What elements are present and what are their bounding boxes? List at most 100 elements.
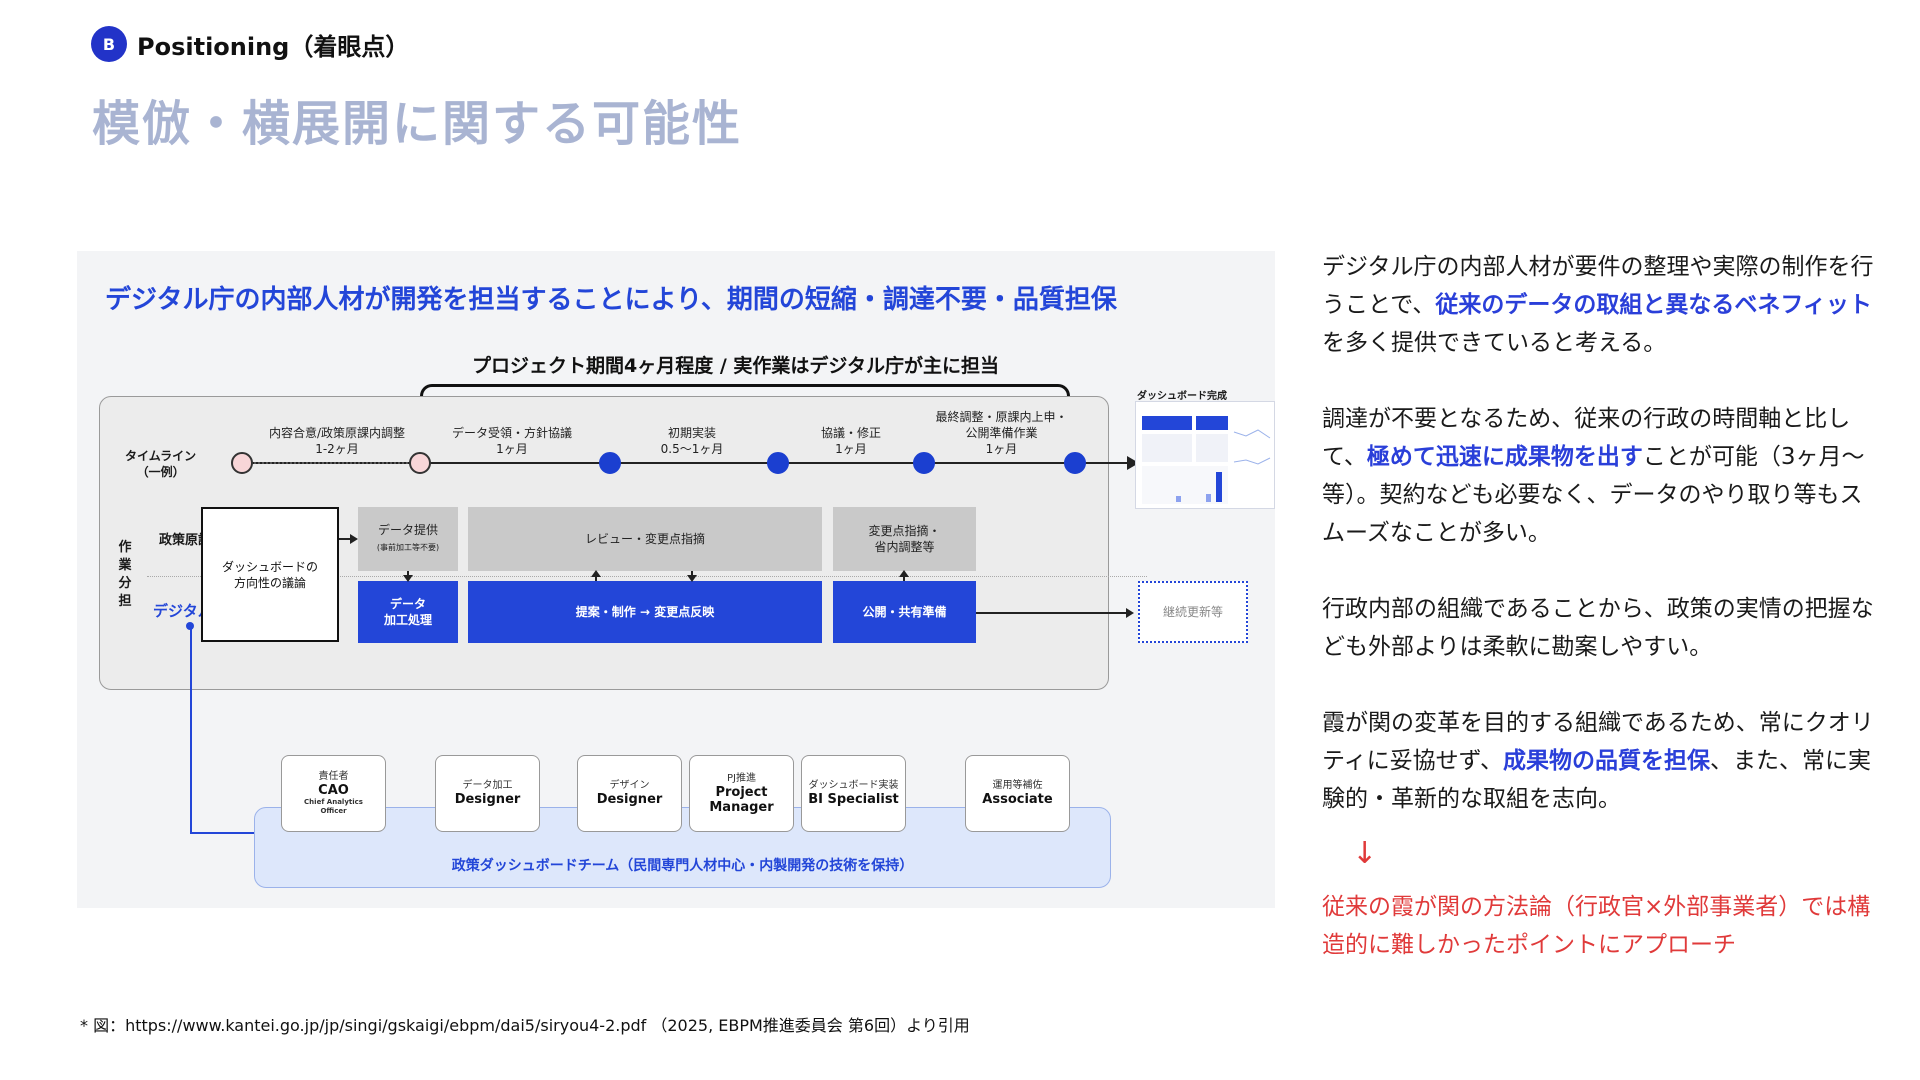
data-provide-box: データ提供 (事前加工等不要) xyxy=(358,507,458,571)
diagram-headline: デジタル庁の内部人材が開発を担当することにより、期間の短縮・調達不要・品質担保 xyxy=(105,285,1117,315)
text-run: 調達が不要となるため、従来の行政の時間軸と比して、 xyxy=(1322,406,1851,470)
phase-duration: 1ヶ月 xyxy=(496,442,528,456)
member-card-bi: ダッシュボード実装 BI Specialist xyxy=(801,755,906,832)
phase-duration: 1-2ヶ月 xyxy=(315,442,359,456)
timeline-label-line1: タイムライン xyxy=(125,449,197,463)
proposal-box: 提案・制作 → 変更点反映 xyxy=(468,581,822,643)
data-provide-note: (事前加工等不要) xyxy=(376,543,440,552)
arrow-head xyxy=(591,570,601,577)
section-badge: B xyxy=(91,26,127,62)
timeline-phase: データ受領・方針協議 1ヶ月 xyxy=(437,425,587,457)
page-title: 模倣・横展開に関する可能性 xyxy=(92,96,743,152)
phase-name: 初期実装 xyxy=(667,426,716,440)
continuous-update-box: 継続更新等 xyxy=(1138,581,1248,643)
paragraph-speed: 調達が不要となるため、従来の行政の時間軸と比して、極めて迅速に成果物を出すことが… xyxy=(1322,400,1882,552)
timeline-label-line2: （一例） xyxy=(136,465,185,479)
timeline-node xyxy=(913,452,935,474)
arrow-line xyxy=(407,571,409,577)
role-policy-dept: 政策原課 xyxy=(159,533,212,548)
change-point-box: 変更点指摘・ 省内調整等 xyxy=(833,507,976,571)
timeline-node xyxy=(231,452,253,474)
data-provide-label: データ提供 xyxy=(377,523,438,537)
arrow-line xyxy=(976,612,1126,614)
discussion-line2: 方向性の議論 xyxy=(233,575,306,590)
arrow-head xyxy=(350,534,358,544)
member-subtitle: Chief Analytics xyxy=(304,798,363,806)
dashboard-complete-label: ダッシュボード完成 xyxy=(1137,391,1227,402)
phase-duration: 0.5〜1ヶ月 xyxy=(660,442,724,456)
text-run: 、また、常に実験的・革新的な取組を志向。 xyxy=(1322,748,1872,812)
member-card-designer: デザイン Designer xyxy=(577,755,682,832)
arrow-line xyxy=(691,571,693,577)
arrow-head xyxy=(899,570,909,577)
member-title: Designer xyxy=(454,792,521,807)
dashboard-thumbnail xyxy=(1135,401,1275,509)
down-arrow-icon: ↓ xyxy=(1352,836,1378,871)
team-label: 政策ダッシュボードチーム（民間専門人材中心・内製開発の技術を保持） xyxy=(451,858,914,874)
text-run: デジタル庁の内部人材が要件の整理や実際の制作を行うことで、 xyxy=(1322,254,1874,318)
phase-duration: 1ヶ月 xyxy=(835,442,867,456)
member-role: データ加工 xyxy=(462,780,513,791)
source-footnote: * 図：https://www.kantei.go.jp/jp/singi/gs… xyxy=(80,1016,970,1035)
text-run: 行政内部の組織であることから、政策の実情の把握なども外部よりは柔軟に勘案しやすい… xyxy=(1322,596,1874,660)
publish-box: 公開・共有準備 xyxy=(833,581,976,643)
paragraph-benefit: デジタル庁の内部人材が要件の整理や実際の制作を行うことで、従来のデータの取組と異… xyxy=(1322,248,1882,362)
timeline-node xyxy=(1064,452,1086,474)
arrow-line xyxy=(903,577,905,581)
member-title: Project xyxy=(715,784,768,800)
member-role: PJ推進 xyxy=(727,772,756,784)
section-tag: B Positioning（着眼点） xyxy=(91,26,409,62)
review-box: レビュー・変更点指摘 xyxy=(468,507,822,571)
role-divider xyxy=(147,576,1147,577)
diagram-panel: デジタル庁の内部人材が開発を担当することにより、期間の短縮・調達不要・品質担保 … xyxy=(77,251,1275,908)
member-card-cao: 責任者 CAO Chief Analytics Officer xyxy=(281,755,386,832)
timeline-phase: 最終調整・原課内上申・ 公開準備作業 1ヶ月 xyxy=(929,409,1074,457)
phase-name: 協議・修正 xyxy=(820,426,881,440)
timeline-phase: 協議・修正 1ヶ月 xyxy=(791,425,911,457)
role-section-label: 作業分担 xyxy=(118,540,132,609)
arrow-head xyxy=(1126,608,1134,618)
member-card-associate: 運用等補佐 Associate xyxy=(965,755,1070,832)
member-card-pm: PJ推進 Project Manager xyxy=(689,755,794,832)
section-tag-label: Positioning（着眼点） xyxy=(137,32,410,61)
timeline-node xyxy=(599,452,621,474)
arrow-line xyxy=(339,538,353,540)
direction-discussion-box: ダッシュボードの 方向性の議論 xyxy=(201,507,339,642)
phase-name: 最終調整・原課内上申・ xyxy=(935,410,1068,424)
timeline-line xyxy=(242,462,1132,464)
member-subtitle: Officer xyxy=(320,807,347,815)
explanation-text: デジタル庁の内部人材が要件の整理や実際の制作を行うことで、従来のデータの取組と異… xyxy=(1322,248,1882,856)
data-process-line1: データ xyxy=(389,597,426,611)
member-role: デザイン xyxy=(609,780,650,791)
connector-line xyxy=(190,832,256,834)
member-role: ダッシュボード実装 xyxy=(808,780,899,791)
timeline-dotted-segment xyxy=(242,462,420,464)
paragraph-flexibility: 行政内部の組織であることから、政策の実情の把握なども外部よりは柔軟に勘案しやすい… xyxy=(1322,590,1882,666)
member-title: BI Specialist xyxy=(808,792,899,807)
project-period-label: プロジェクト期間4ヶ月程度 / 実作業はデジタル庁が主に担当 xyxy=(472,355,1000,377)
phase-name: データ受領・方針協議 xyxy=(451,426,572,440)
timeline-row-label: タイムライン （一例） xyxy=(125,448,196,480)
change-point-line2: 省内調整等 xyxy=(874,540,935,554)
timeline-node xyxy=(767,452,789,474)
phase-name-cont: 公開準備作業 xyxy=(965,426,1038,440)
member-role: 責任者 xyxy=(318,771,349,782)
member-title: CAO xyxy=(318,783,349,798)
member-title-cont: Manager xyxy=(709,799,774,815)
data-processing-box: データ 加工処理 xyxy=(358,581,458,643)
timeline-node xyxy=(409,452,431,474)
dashboard-preview-image xyxy=(1142,416,1271,504)
discussion-line1: ダッシュボードの xyxy=(221,559,318,574)
change-point-line1: 変更点指摘・ xyxy=(868,524,941,538)
timeline-phase: 初期実装 0.5〜1ヶ月 xyxy=(617,425,767,457)
text-run: ことが可能（3ヶ月〜等）。契約なども必要なく、データのやり取り等もスムーズなこと… xyxy=(1322,444,1865,546)
text-run: を多く提供できていると考える。 xyxy=(1322,330,1667,356)
member-role: 運用等補佐 xyxy=(992,780,1043,791)
member-title: Designer xyxy=(596,792,663,807)
arrow-line xyxy=(595,577,597,581)
text-run: 霞が関の変革を目的する組織であるため、常にクオリティに妥協せず、 xyxy=(1322,710,1874,774)
arrow-head xyxy=(403,575,413,582)
highlight-text: 従来のデータの取組と異なるベネフィット xyxy=(1435,292,1872,318)
phase-duration: 1ヶ月 xyxy=(985,442,1018,456)
connector-line xyxy=(190,627,192,834)
